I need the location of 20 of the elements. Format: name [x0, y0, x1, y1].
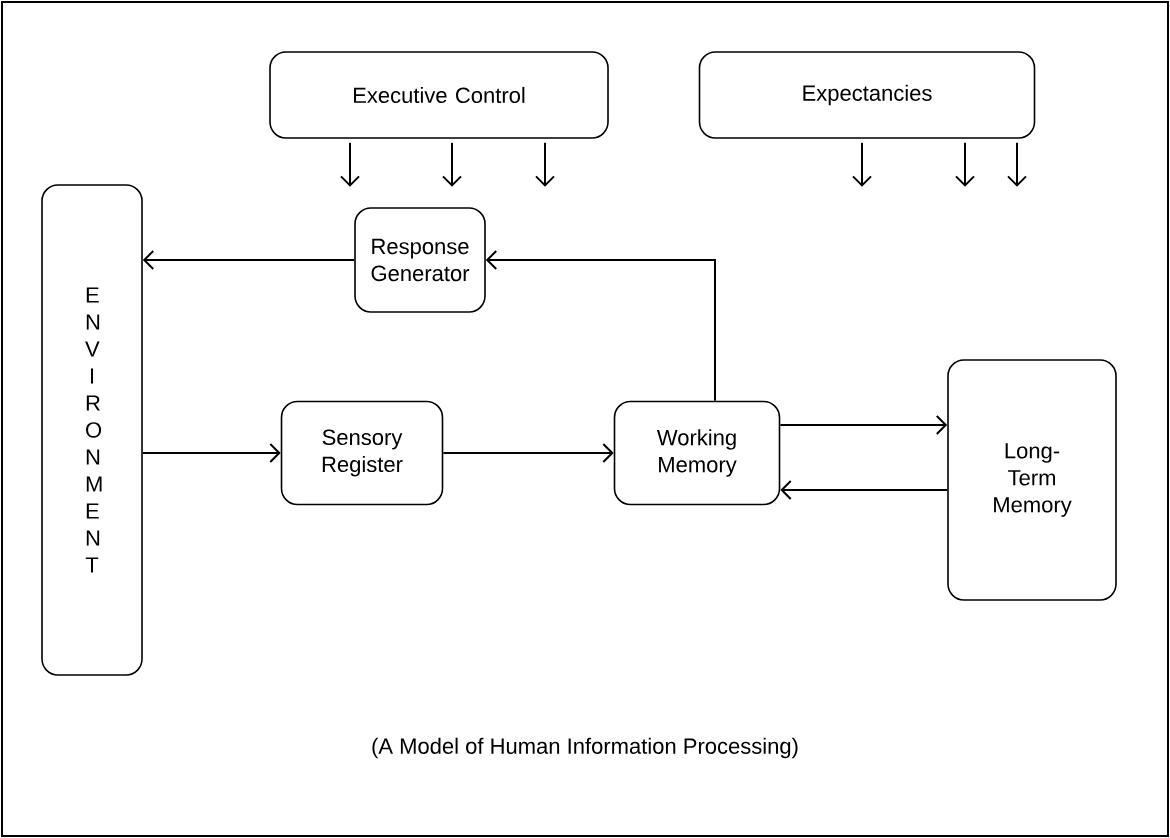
arrow: [141, 443, 281, 463]
arrow: [852, 141, 872, 187]
caption: (A Model of Human Information Processing): [372, 737, 798, 759]
arrow: [1007, 141, 1027, 187]
process-box: Expectancies: [698, 51, 1036, 139]
process-box: Response Generator: [354, 207, 486, 313]
arrow: [780, 480, 949, 500]
arrow: [535, 141, 555, 187]
process-box: Sensory Register: [280, 400, 444, 506]
arrow: [142, 250, 356, 270]
process-box: Working Memory: [613, 400, 781, 506]
process-box: Executive Control: [269, 51, 609, 139]
process-box: Long-Term Memory: [947, 359, 1117, 601]
arrow: [955, 141, 975, 187]
arrow: [442, 443, 614, 463]
arrow: [779, 415, 948, 435]
arrow: [442, 141, 462, 187]
arrow: [340, 141, 360, 187]
process-box: E N V I R O N M E N T: [41, 184, 143, 676]
arrow: [485, 250, 716, 402]
